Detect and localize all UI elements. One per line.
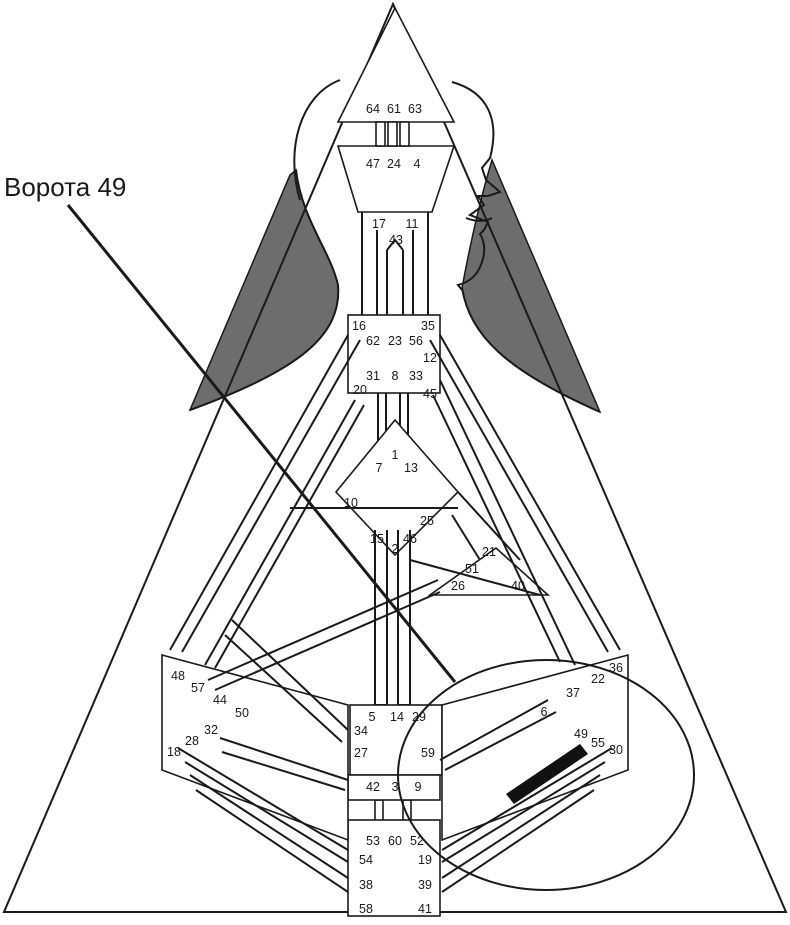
root-center <box>347 819 441 917</box>
gate-54: 54 <box>359 853 373 867</box>
gate-51: 51 <box>465 562 479 576</box>
channel-63-4 <box>399 121 410 147</box>
gate-8: 8 <box>392 369 399 383</box>
gate-11: 11 <box>406 217 419 231</box>
gate-40: 40 <box>511 579 525 593</box>
gate-22: 22 <box>591 672 605 686</box>
callout-label: Ворота 49 <box>4 172 126 202</box>
gate-49-highlight-bar <box>506 744 588 804</box>
gate-41: 41 <box>418 902 432 916</box>
gate-1: 1 <box>392 448 399 462</box>
left-silhouette-shade <box>188 168 339 412</box>
gate-10: 10 <box>344 496 358 510</box>
solar-plexus-center <box>441 653 629 842</box>
gate-50: 50 <box>235 706 249 720</box>
gate-49: 49 <box>574 727 588 741</box>
g-center <box>334 418 460 557</box>
gate-15: 15 <box>370 532 384 546</box>
gate-58: 58 <box>359 902 373 916</box>
gate-57: 57 <box>191 681 205 695</box>
root-upper <box>347 774 441 801</box>
right-channels <box>409 334 621 893</box>
gate-56: 56 <box>409 334 423 348</box>
gate-43: 43 <box>389 233 403 247</box>
gate-46: 46 <box>403 532 417 546</box>
gate-17: 17 <box>372 217 386 231</box>
gate-12: 12 <box>423 351 437 365</box>
gate-20: 20 <box>353 383 367 397</box>
gate-60: 60 <box>388 834 402 848</box>
callout-pointer-line <box>66 204 457 683</box>
gate-62: 62 <box>366 334 380 348</box>
throat-center <box>347 314 441 394</box>
spleen-center <box>161 653 349 842</box>
ego-center <box>427 546 551 596</box>
gate-5: 5 <box>369 710 376 724</box>
gate-39: 39 <box>418 878 432 892</box>
gate-14: 14 <box>390 710 404 724</box>
gate-18: 18 <box>167 745 181 759</box>
gate-52: 52 <box>410 834 424 848</box>
gate-59: 59 <box>421 746 435 760</box>
gate-30: 30 <box>609 743 623 757</box>
gate-16: 16 <box>352 319 366 333</box>
gate-19: 19 <box>418 853 432 867</box>
gate-34: 34 <box>354 724 368 738</box>
gate-13: 13 <box>404 461 418 475</box>
gate-29: 29 <box>412 710 426 724</box>
gate-3: 3 <box>392 780 399 794</box>
gate-23: 23 <box>388 334 402 348</box>
gate-26: 26 <box>451 579 465 593</box>
gate-2: 2 <box>392 542 399 556</box>
mouth-line <box>465 217 493 222</box>
gate-55: 55 <box>591 736 605 750</box>
gate-6: 6 <box>541 705 548 719</box>
gate-42: 42 <box>366 780 380 794</box>
gate-48: 48 <box>171 669 185 683</box>
gate-27: 27 <box>354 746 368 760</box>
gate-28: 28 <box>185 734 199 748</box>
gate-64: 64 <box>366 102 380 116</box>
gate-33: 33 <box>409 369 423 383</box>
left-channels <box>169 334 458 893</box>
gate-24: 24 <box>387 157 401 171</box>
gate-21: 21 <box>482 545 496 559</box>
gate-35: 35 <box>421 319 435 333</box>
gate-47: 47 <box>366 157 380 171</box>
head-silhouette <box>293 79 502 291</box>
channel-61-24 <box>387 121 398 147</box>
gate-61: 61 <box>387 102 401 116</box>
gate-44: 44 <box>213 693 227 707</box>
gate-36: 36 <box>609 661 623 675</box>
gate-45: 45 <box>423 387 437 401</box>
gate-25: 25 <box>420 514 434 528</box>
callout-ellipse <box>397 659 695 891</box>
ajna-throat-channels <box>361 212 429 315</box>
right-silhouette-shade <box>461 157 602 414</box>
right-shoulder-curve <box>461 287 601 413</box>
gate-32: 32 <box>204 723 218 737</box>
gate-9: 9 <box>415 780 422 794</box>
ajna-center <box>336 145 456 213</box>
left-shoulder-curve <box>189 169 340 411</box>
gate-31: 31 <box>366 369 380 383</box>
gate-38: 38 <box>359 878 373 892</box>
gate-37: 37 <box>566 686 580 700</box>
gate-labels: 64 61 63 47 24 4 17 43 11 16 35 62 23 56… <box>167 102 623 916</box>
gate-7: 7 <box>376 461 383 475</box>
gate-4: 4 <box>414 157 421 171</box>
channel-64-47 <box>375 121 386 147</box>
gate-63: 63 <box>408 102 422 116</box>
gate-53: 53 <box>366 834 380 848</box>
